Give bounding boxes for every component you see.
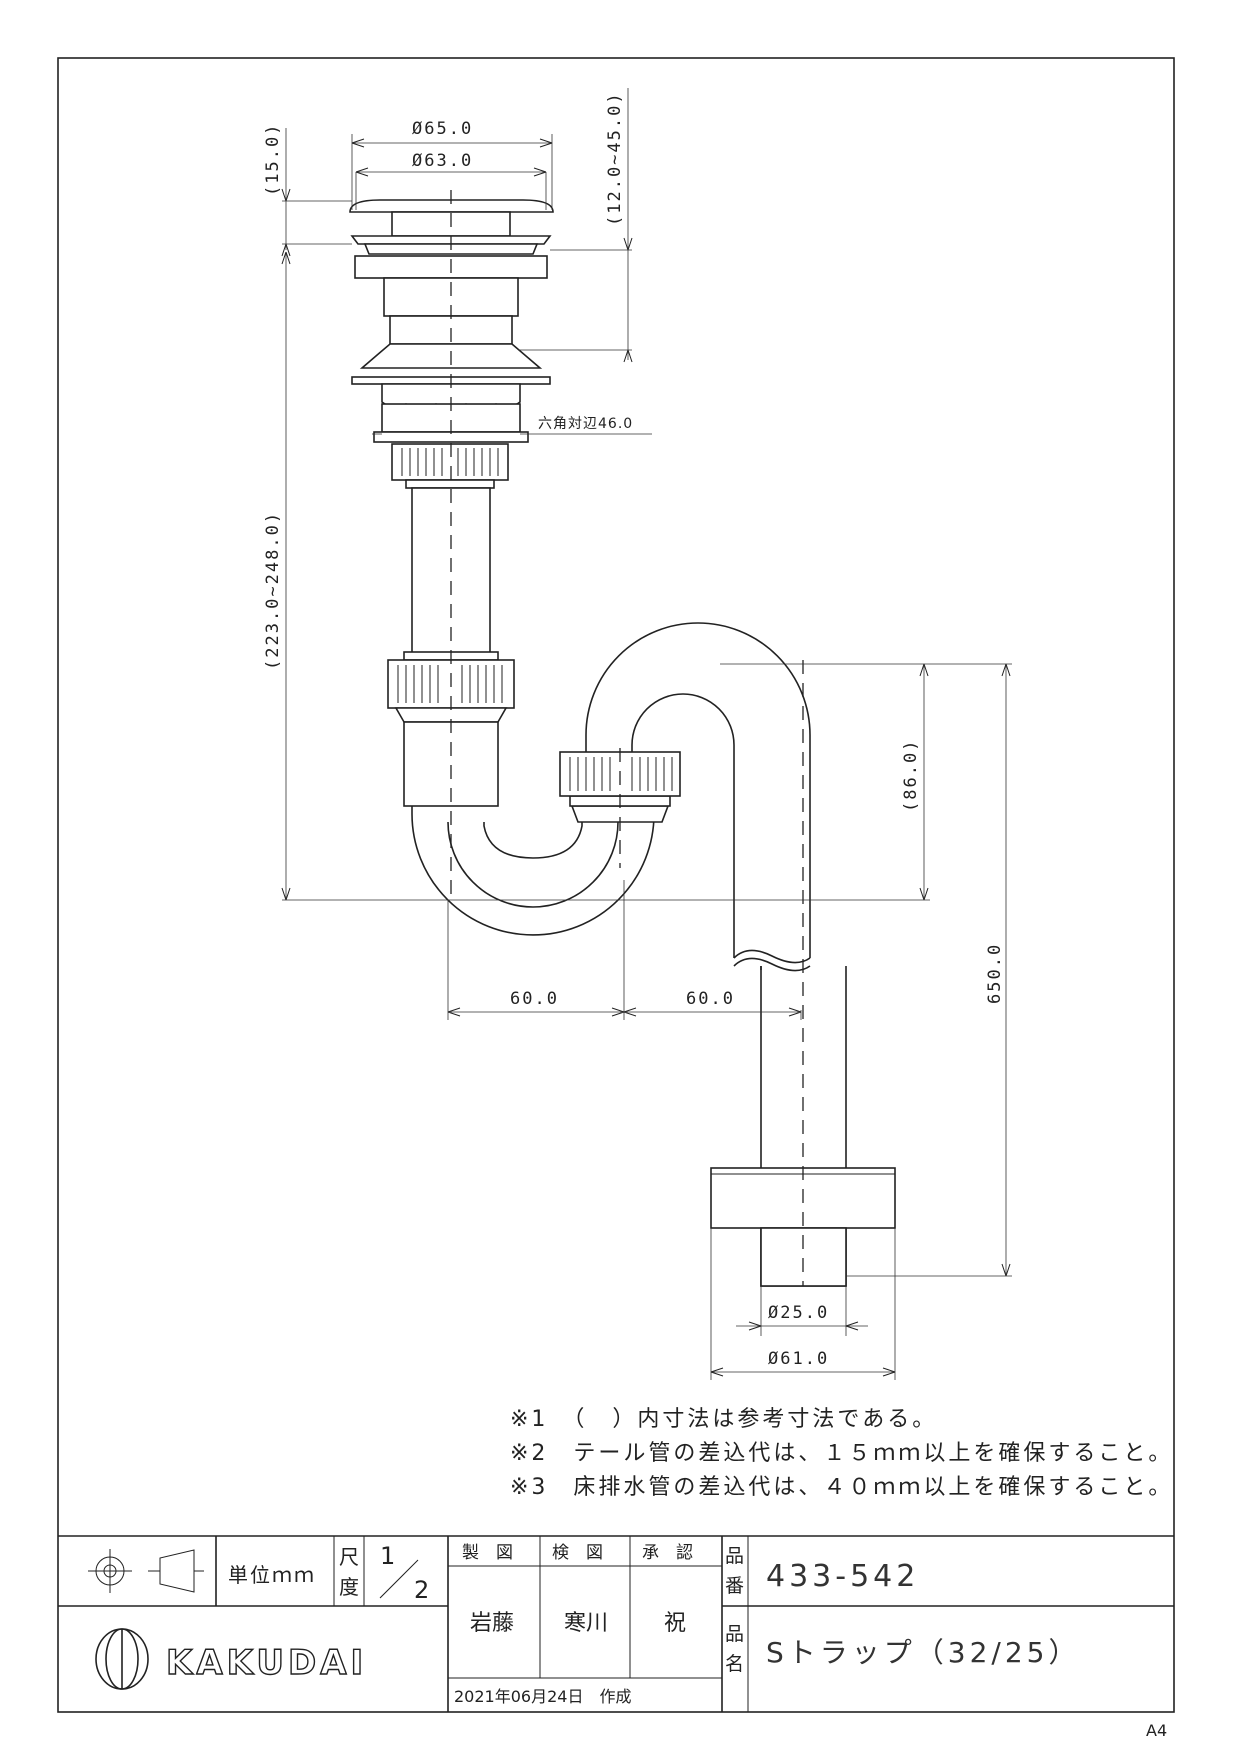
dim-dia-outer: Ø65.0	[412, 119, 473, 139]
approved-by: 祝	[664, 1611, 686, 1636]
dim-hex: 六角対辺46.0	[538, 416, 633, 432]
notes: ※1 （ ）内寸法は参考寸法である。 ※2 テール管の差込代は、１５ｍｍ以上を確…	[510, 1407, 1173, 1500]
approved-label: 承 認	[642, 1543, 693, 1563]
part-number: 433-542	[766, 1559, 919, 1594]
drain-cap	[349, 199, 554, 213]
trap-u-bend	[411, 806, 655, 936]
title-block: 単位ｍｍ 尺 度 1 2 製 図 検 図 承 認 岩藤 寒川 祝 2021年06…	[58, 1535, 1174, 1712]
dim-pipe-dia: Ø25.0	[768, 1303, 829, 1323]
note-2: ※2 テール管の差込代は、１５ｍｍ以上を確保すること。	[510, 1441, 1173, 1466]
s-trap-drawing	[349, 190, 896, 1287]
company-logo: KAKUDAI	[95, 1628, 367, 1690]
part-no-label-1: 品	[725, 1545, 744, 1567]
pipe-break-top	[733, 949, 811, 964]
trap-inner-rise	[483, 822, 583, 859]
part-name: Sトラップ（32/25）	[766, 1636, 1080, 1669]
checked-by: 寒川	[564, 1611, 608, 1636]
drawn-label: 製 図	[462, 1543, 513, 1563]
dim-cap-height: (15.0)	[263, 123, 283, 196]
dim-drop-length: 650.0	[985, 943, 1005, 1004]
siphon-bend-outer	[585, 622, 811, 958]
company-name: KAKUDAI	[166, 1643, 367, 1683]
dim-flange-dia: Ø61.0	[768, 1349, 829, 1369]
dim-adjust-range: (12.0~45.0)	[605, 91, 625, 226]
scale-label-1: 尺	[339, 1545, 359, 1569]
third-angle-projection-icon	[88, 1549, 204, 1593]
dim-dia-inner: Ø63.0	[412, 151, 473, 171]
part-no-label-2: 番	[725, 1575, 744, 1597]
pipe-break-bottom	[733, 957, 811, 972]
dim-offset-left: 60.0	[510, 989, 559, 1009]
dim-offset-right: 60.0	[686, 989, 735, 1009]
note-1: ※1 （ ）内寸法は参考寸法である。	[510, 1407, 937, 1432]
date-created: 2021年06月24日 作成	[454, 1687, 631, 1706]
trap-u-bend-inner	[447, 821, 619, 908]
scale-label-2: 度	[339, 1575, 359, 1599]
checked-label: 検 図	[552, 1543, 603, 1563]
dim-trap-height: (86.0)	[901, 739, 921, 812]
siphon-bend-inner	[631, 693, 735, 958]
dim-total-height: (223.0~248.0)	[263, 511, 283, 670]
note-3: ※3 床排水管の差込代は、４０ｍｍ以上を確保すること。	[510, 1475, 1173, 1500]
scale-denominator: 2	[414, 1576, 429, 1604]
drawing-frame	[57, 57, 1175, 1713]
scale-slash	[379, 1559, 419, 1599]
dimension-lines	[281, 88, 1012, 1380]
knurl-left-lines	[397, 665, 503, 703]
part-name-label-2: 名	[725, 1653, 744, 1675]
drawn-by: 岩藤	[470, 1611, 514, 1636]
knurled-nut-upper	[391, 443, 509, 481]
knurl-upper-lines	[401, 448, 499, 476]
sheet-size: A4	[1146, 1721, 1167, 1740]
scale-numerator: 1	[380, 1542, 395, 1570]
part-name-label-1: 品	[725, 1623, 744, 1645]
collar-upper	[405, 479, 495, 489]
knurl-right-lines	[569, 757, 673, 791]
unit-label: 単位ｍｍ	[228, 1563, 316, 1587]
